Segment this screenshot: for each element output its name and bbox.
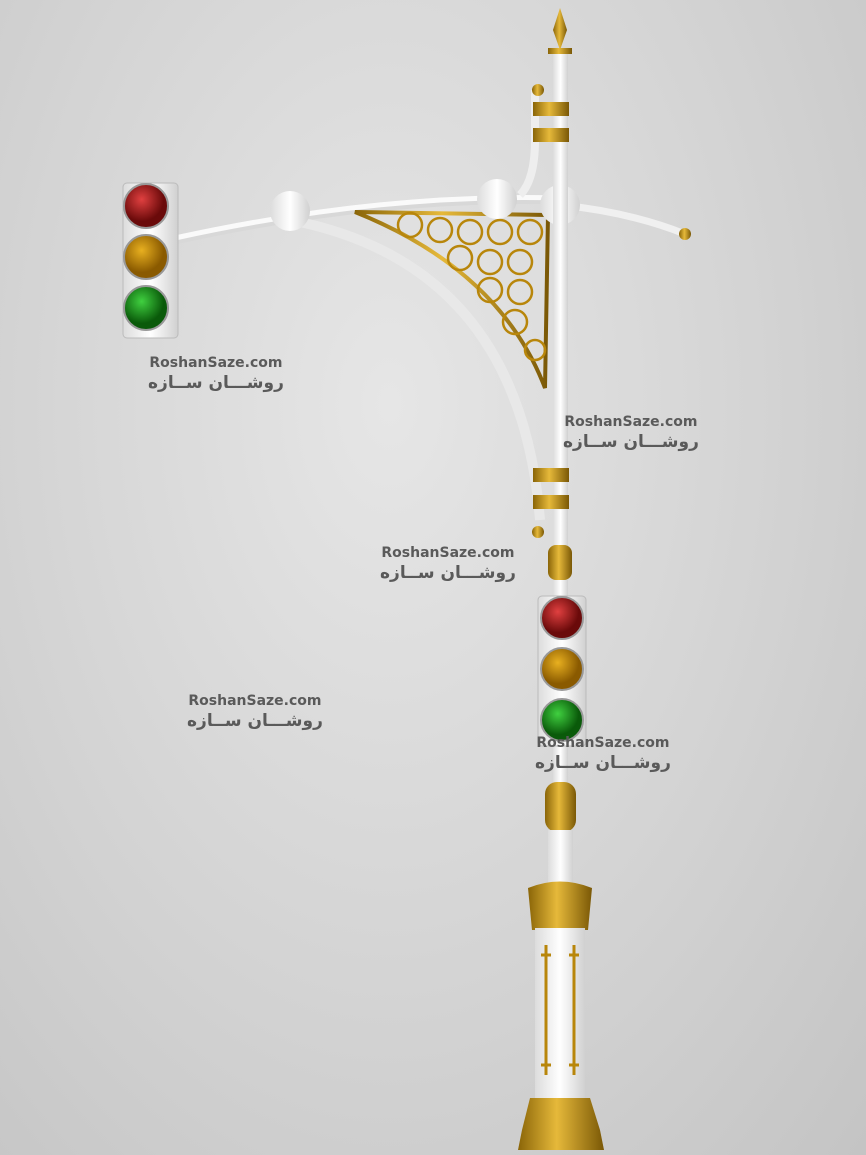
traffic-light-left bbox=[122, 182, 179, 339]
arm-end-ball bbox=[679, 228, 691, 240]
red-light bbox=[540, 596, 584, 640]
watermark: RoshanSaze.com روشـــان ســازه bbox=[535, 735, 671, 774]
watermark-fa: روشـــان ســازه bbox=[563, 431, 699, 452]
decorative-lattice-panel bbox=[354, 210, 551, 389]
watermark: RoshanSaze.com روشـــان ســازه bbox=[148, 355, 284, 394]
main-pole bbox=[518, 8, 604, 1150]
watermark-fa: روشـــان ســازه bbox=[380, 562, 516, 583]
amber-light bbox=[540, 647, 584, 691]
watermark: RoshanSaze.com روشـــان ســازه bbox=[187, 693, 323, 732]
arm-assembly bbox=[174, 90, 691, 521]
finial bbox=[553, 8, 567, 50]
traffic-light-pole bbox=[537, 595, 587, 747]
watermark: RoshanSaze.com روشـــان ســازه bbox=[563, 414, 699, 453]
arm-joint bbox=[270, 191, 310, 231]
amber-light bbox=[123, 234, 169, 280]
arm-joint bbox=[477, 179, 517, 219]
green-light bbox=[540, 698, 584, 742]
watermark-en: RoshanSaze.com bbox=[564, 414, 698, 430]
watermark-fa: روشـــان ســازه bbox=[187, 710, 323, 731]
watermark: RoshanSaze.com روشـــان ســازه bbox=[380, 545, 516, 584]
green-light bbox=[123, 285, 169, 331]
pole-base bbox=[518, 1098, 604, 1150]
watermark-en: RoshanSaze.com bbox=[536, 735, 670, 751]
watermark-en: RoshanSaze.com bbox=[149, 355, 283, 371]
watermark-fa: روشـــان ســازه bbox=[148, 372, 284, 393]
watermark-fa: روشـــان ســازه bbox=[535, 752, 671, 773]
red-light bbox=[123, 183, 169, 229]
watermark-en: RoshanSaze.com bbox=[381, 545, 515, 561]
watermark-en: RoshanSaze.com bbox=[188, 693, 322, 709]
